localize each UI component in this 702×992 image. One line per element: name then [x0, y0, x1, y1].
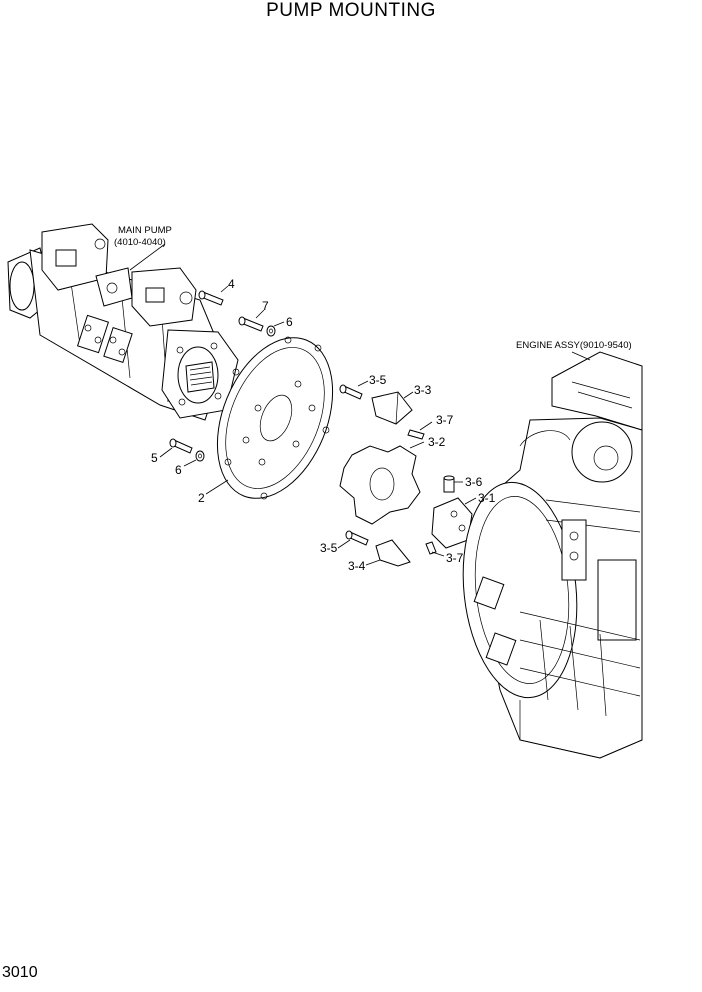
bolt-7[interactable]	[238, 316, 264, 332]
callout-6-lower: 6	[175, 463, 182, 477]
callout-3-5-lower: 3-5	[320, 541, 338, 555]
callout-5: 5	[151, 451, 158, 465]
page-number: 3010	[2, 964, 38, 981]
page-title: PUMP MOUNTING	[266, 0, 436, 21]
callout-3-7-lower: 3-7	[446, 551, 464, 565]
callout-3-5-upper: 3-5	[369, 373, 387, 387]
main-pump-label: MAIN PUMP	[118, 225, 172, 236]
pin-3-7-lower[interactable]	[425, 541, 437, 555]
callout-3-2: 3-2	[428, 435, 446, 449]
callout-4: 4	[228, 277, 235, 291]
washer-6-upper[interactable]	[266, 325, 276, 337]
callout-3-6: 3-6	[465, 475, 483, 489]
leader-lines	[129, 243, 591, 566]
engine-assy-label: ENGINE ASSY(9010-9540)	[516, 340, 632, 351]
bolt-5[interactable]	[169, 438, 193, 454]
callout-2: 2	[198, 491, 205, 505]
main-pump-range-label: (4010-4040)	[114, 237, 166, 248]
bolt-4[interactable]	[198, 290, 224, 306]
callout-3-1: 3-1	[478, 491, 496, 505]
rubber-element-3-2[interactable]	[339, 445, 421, 525]
washer-6-lower[interactable]	[195, 450, 205, 462]
bolt-3-5-lower[interactable]	[345, 530, 369, 546]
main-pump-drawing[interactable]	[7, 223, 239, 421]
coupling-hub-3-3[interactable]	[371, 391, 413, 425]
bolt-3-5-upper[interactable]	[339, 384, 363, 400]
flywheel-housing-plate[interactable]	[195, 321, 354, 516]
callout-3-7-upper: 3-7	[436, 413, 454, 427]
callout-3-3: 3-3	[414, 383, 432, 397]
pin-3-7-upper[interactable]	[407, 429, 425, 440]
set-screw-3-6[interactable]	[443, 475, 455, 493]
engine-drawing[interactable]	[453, 351, 643, 759]
callout-6-upper: 6	[286, 315, 293, 329]
hub-3-4[interactable]	[375, 539, 411, 567]
callout-7: 7	[262, 299, 269, 313]
callout-3-4: 3-4	[348, 559, 366, 573]
